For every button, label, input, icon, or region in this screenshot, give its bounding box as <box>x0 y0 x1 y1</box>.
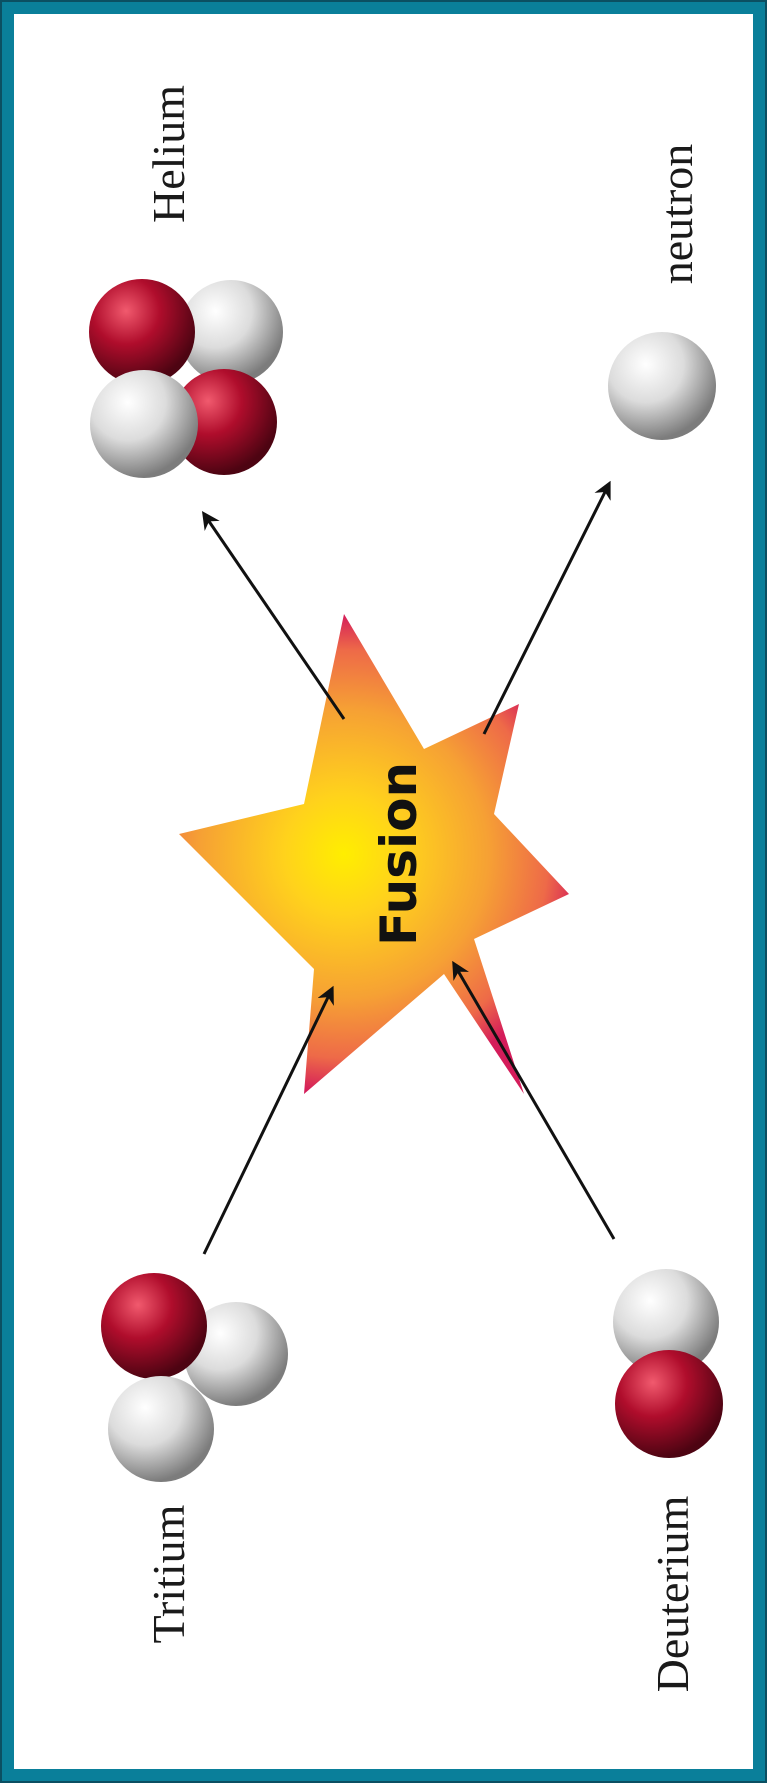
tritium-neutron <box>108 1376 214 1482</box>
helium-nucleus <box>89 279 283 478</box>
neutron-label: neutron <box>651 144 702 285</box>
tritium-label: Tritium <box>143 1504 194 1643</box>
arrow-tritium-to-fusion <box>204 989 332 1254</box>
arrow-deuterium-to-fusion <box>454 964 614 1239</box>
tritium-proton <box>101 1273 207 1379</box>
helium-label: Helium <box>143 85 194 223</box>
helium-proton <box>89 279 195 385</box>
neutron-particle <box>608 332 716 440</box>
fusion-label: Fusion <box>370 762 428 946</box>
helium-neutron <box>90 370 198 478</box>
deuterium-label: Deuterium <box>647 1495 698 1692</box>
arrow-fusion-to-neutron <box>484 484 609 734</box>
deuterium-nucleus <box>613 1269 723 1458</box>
fusion-diagram: Fusion Helium neutron Tritium Deuterium <box>14 14 767 1783</box>
deuterium-proton <box>615 1350 723 1458</box>
arrow-fusion-to-helium <box>204 514 344 719</box>
tritium-nucleus <box>101 1273 288 1482</box>
